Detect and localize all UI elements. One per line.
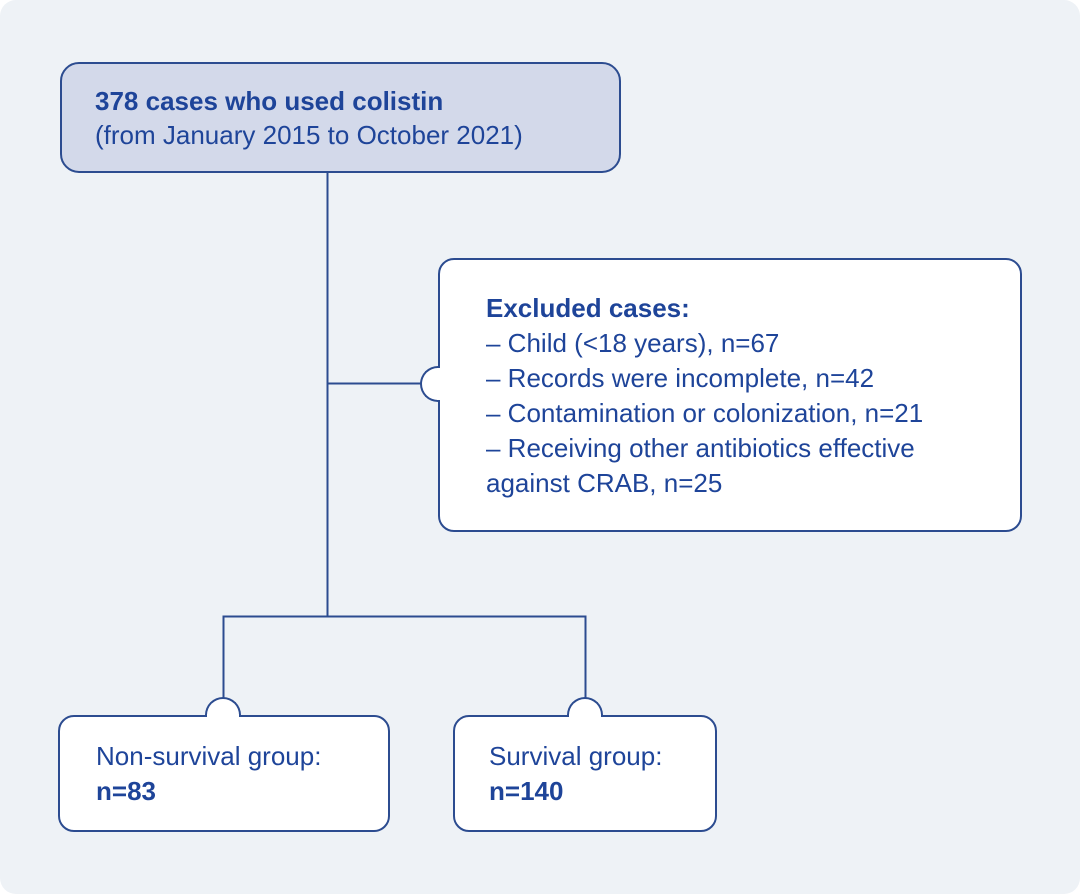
enrollment-subtitle: (from January 2015 to October 2021) xyxy=(95,119,523,150)
excluded-item: – Records were incomplete, n=42 xyxy=(486,363,875,393)
non-survival-label: Non-survival group: xyxy=(96,740,322,771)
connector-split xyxy=(222,615,587,700)
non-survival-count: n=83 xyxy=(96,775,156,806)
excluded-item: – Receiving other antibiotics effective … xyxy=(486,433,915,498)
survival-label: Survival group: xyxy=(489,740,663,771)
enrollment-title: 378 cases who used colistin xyxy=(95,85,444,116)
excluded-item: – Contamination or colonization, n=21 xyxy=(486,398,924,428)
excluded-box: Excluded cases: – Child (<18 years), n=6… xyxy=(438,258,1022,532)
survival-count: n=140 xyxy=(489,775,564,806)
enrollment-box: 378 cases who used colistin (from Januar… xyxy=(60,62,621,173)
excluded-item: – Child (<18 years), n=67 xyxy=(486,328,780,358)
survival-group-box: Survival group: n=140 xyxy=(453,715,717,832)
excluded-title: Excluded cases: xyxy=(486,293,690,323)
non-survival-group-box: Non-survival group: n=83 xyxy=(58,715,390,832)
